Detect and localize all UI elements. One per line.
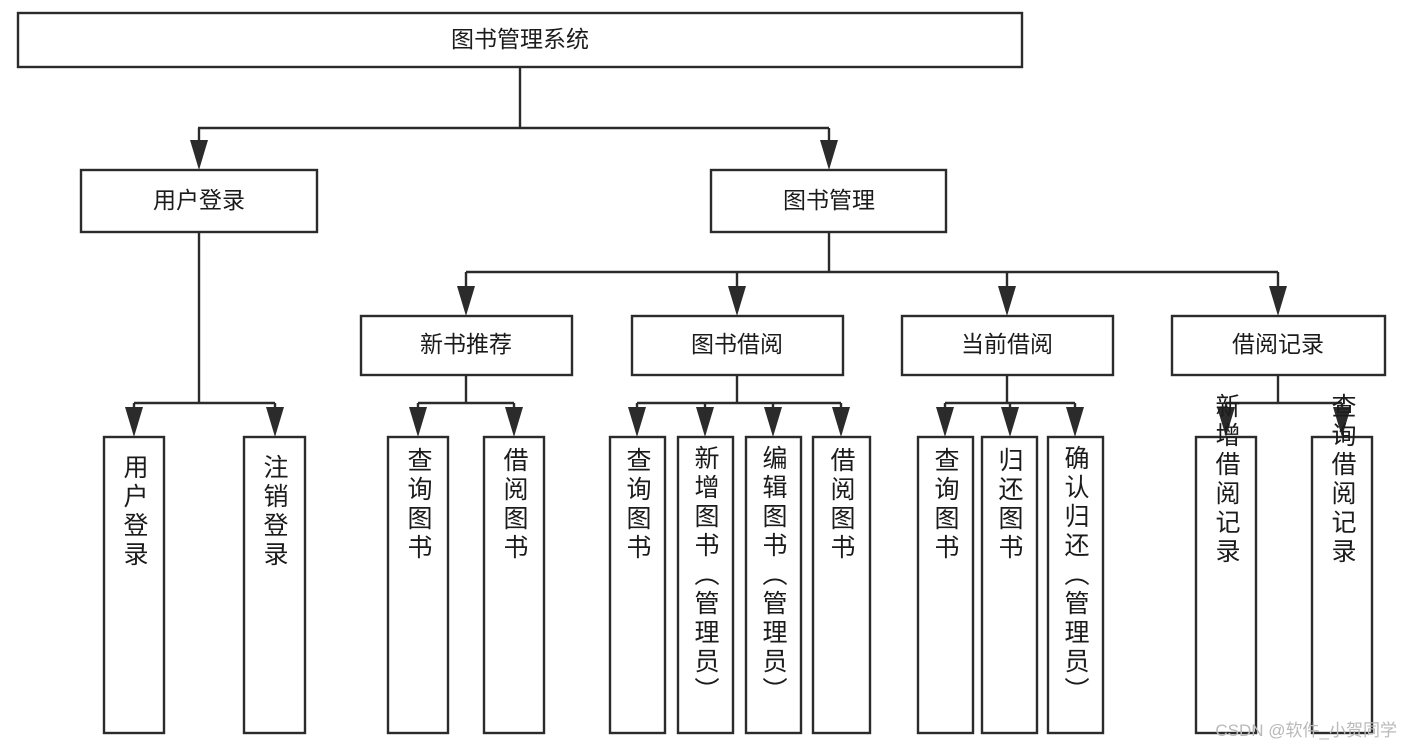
node-leaf-user-login-label: 用户登录 [120, 454, 149, 570]
arrow-head-leaf-add-book-admin [696, 407, 714, 437]
node-new-book-recommend-box[interactable] [359, 314, 574, 377]
arrow-head-book-borrow [728, 286, 746, 316]
node-leaf-confirm-return-admin[interactable]: 确认归还（管理员） [1046, 435, 1105, 735]
node-leaf-query-book-3-box[interactable] [916, 435, 975, 735]
arrow-head-current-borrow [998, 286, 1016, 316]
node-borrow-record-box[interactable] [1170, 314, 1387, 377]
node-leaf-query-book-1-box[interactable] [386, 435, 450, 735]
node-leaf-add-book-admin-box[interactable] [676, 435, 735, 735]
node-leaf-return-book[interactable]: 归还图书 [980, 435, 1039, 735]
node-leaf-edit-book-admin-box[interactable] [744, 435, 803, 735]
arrow-head-leaf-add-borrow-record [1217, 407, 1235, 437]
node-leaf-query-book-1[interactable]: 查询图书 [386, 435, 450, 735]
connector-group-borrow-record [1217, 375, 1351, 437]
node-borrow-record-label: 借阅记录 [1232, 331, 1324, 357]
node-leaf-query-book-1-label: 查询图书 [404, 447, 433, 563]
node-book-borrow[interactable]: 图书借阅 [630, 314, 845, 377]
node-leaf-edit-book-admin-label: 编辑图书（管理员） [759, 445, 788, 706]
node-current-borrow-label: 当前借阅 [961, 331, 1053, 357]
node-leaf-query-book-2-box[interactable] [608, 435, 667, 735]
node-leaf-logout-box[interactable] [242, 435, 307, 735]
arrow-head-book-manage [820, 140, 838, 170]
node-book-borrow-box[interactable] [630, 314, 845, 377]
arrow-head-leaf-query-book-1 [409, 407, 427, 437]
node-leaf-borrow-book-1-label: 借阅图书 [500, 447, 529, 563]
node-leaf-logout-label: 注销登录 [260, 454, 289, 570]
node-leaf-add-borrow-record[interactable]: 新增借阅记录 [1194, 393, 1258, 735]
connector-group-book-manage [457, 232, 1287, 316]
node-root-box[interactable] [16, 11, 1024, 69]
node-root-label: 图书管理系统 [451, 26, 589, 52]
node-book-manage-box[interactable] [709, 168, 948, 234]
connector-group-root [190, 67, 838, 170]
arrow-head-leaf-query-borrow-record [1333, 407, 1351, 437]
connector-group-user-login [125, 232, 284, 437]
arrow-head-user-login [190, 140, 208, 170]
node-leaf-borrow-book-1-box[interactable] [482, 435, 546, 735]
node-leaf-query-book-3[interactable]: 查询图书 [916, 435, 975, 735]
node-leaf-edit-book-admin[interactable]: 编辑图书（管理员） [744, 435, 803, 735]
node-leaf-query-book-2-label: 查询图书 [623, 447, 652, 563]
node-root[interactable]: 图书管理系统 [16, 11, 1024, 69]
arrow-head-leaf-edit-book-admin [764, 407, 782, 437]
node-leaf-add-book-admin-label: 新增图书（管理员） [691, 445, 720, 706]
node-leaf-query-borrow-record-box[interactable] [1310, 435, 1374, 735]
node-leaf-add-book-admin[interactable]: 新增图书（管理员） [676, 435, 735, 735]
node-user-login-box[interactable] [79, 168, 319, 234]
arrow-head-leaf-return-book [1001, 407, 1019, 437]
node-new-book-recommend-label: 新书推荐 [420, 331, 512, 357]
node-current-borrow-box[interactable] [900, 314, 1115, 377]
arrow-head-leaf-borrow-book-1 [505, 407, 523, 437]
node-leaf-borrow-book-1[interactable]: 借阅图书 [482, 435, 546, 735]
node-leaf-query-book-2[interactable]: 查询图书 [608, 435, 667, 735]
arrow-head-leaf-borrow-book-2 [832, 407, 850, 437]
node-leaf-add-borrow-record-label: 新增借阅记录 [1212, 393, 1241, 567]
arrow-head-borrow-record [1269, 286, 1287, 316]
node-leaf-add-borrow-record-box[interactable] [1194, 435, 1258, 735]
connector-group-book-borrow [628, 375, 850, 437]
node-book-manage[interactable]: 图书管理 [709, 168, 948, 234]
node-leaf-user-login[interactable]: 用户登录 [102, 435, 166, 735]
node-leaf-confirm-return-admin-box[interactable] [1046, 435, 1105, 735]
node-new-book-recommend[interactable]: 新书推荐 [359, 314, 574, 377]
arrow-head-leaf-user-login [125, 407, 143, 437]
node-leaf-return-book-label: 归还图书 [995, 447, 1024, 563]
node-leaf-return-book-box[interactable] [980, 435, 1039, 735]
node-leaf-query-borrow-record-label: 查询借阅记录 [1328, 393, 1357, 567]
connector-group-new-book-recommend [409, 375, 523, 437]
arrow-head-leaf-query-book-3 [936, 407, 954, 437]
node-leaf-confirm-return-admin-label: 确认归还（管理员） [1061, 445, 1090, 706]
node-leaf-borrow-book-2[interactable]: 借阅图书 [811, 435, 872, 735]
node-user-login[interactable]: 用户登录 [79, 168, 319, 234]
node-leaf-user-login-box[interactable] [102, 435, 166, 735]
watermark-csdn: CSDN @软件_小贺同学 [1215, 721, 1397, 740]
connector-group-current-borrow [936, 375, 1084, 437]
node-user-login-label: 用户登录 [153, 187, 245, 213]
arrow-head-leaf-logout [266, 407, 284, 437]
node-book-borrow-label: 图书借阅 [691, 331, 783, 357]
node-current-borrow[interactable]: 当前借阅 [900, 314, 1115, 377]
arrow-head-leaf-query-book-2 [628, 407, 646, 437]
arrow-head-leaf-confirm-return-admin [1066, 407, 1084, 437]
node-leaf-query-borrow-record[interactable]: 查询借阅记录 [1310, 393, 1374, 735]
node-book-manage-label: 图书管理 [783, 187, 875, 213]
node-leaf-logout[interactable]: 注销登录 [242, 435, 307, 735]
node-leaf-borrow-book-2-box[interactable] [811, 435, 872, 735]
arrow-head-new-book-recommend [457, 286, 475, 316]
node-leaf-borrow-book-2-label: 借阅图书 [827, 447, 856, 563]
node-borrow-record[interactable]: 借阅记录 [1170, 314, 1387, 377]
node-leaf-query-book-3-label: 查询图书 [931, 447, 960, 563]
